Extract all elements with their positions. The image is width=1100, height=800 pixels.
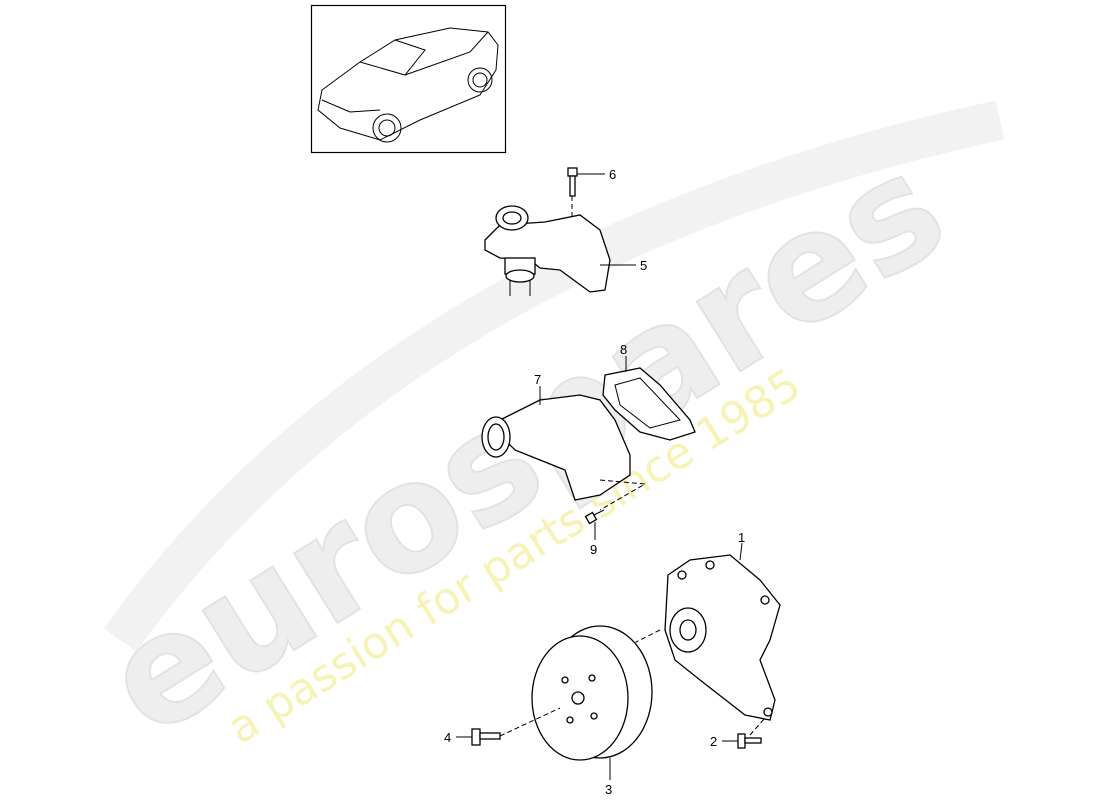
- suv-car-icon: [317, 27, 499, 143]
- vehicle-thumbnail[interactable]: [310, 4, 507, 154]
- callout-4[interactable]: 4: [444, 730, 451, 745]
- part-7-coolant-connector[interactable]: 7: [481, 372, 647, 511]
- part-6-bolt[interactable]: 6: [567, 167, 616, 222]
- part-4-bolt[interactable]: 4: [444, 707, 561, 746]
- watermark-swoosh: [103, 100, 1005, 652]
- callout-7[interactable]: 7: [534, 372, 541, 387]
- part-1-water-pump[interactable]: 1: [664, 530, 781, 721]
- callout-3[interactable]: 3: [605, 782, 612, 797]
- callout-8[interactable]: 8: [620, 342, 627, 357]
- part-9-bolt[interactable]: 9: [584, 509, 605, 557]
- callout-2[interactable]: 2: [710, 734, 717, 749]
- part-5-thermostat-housing[interactable]: 5: [484, 205, 647, 296]
- part-2-bolt[interactable]: 2: [710, 717, 766, 749]
- callout-6[interactable]: 6: [609, 167, 616, 182]
- part-3-pulley[interactable]: 3: [531, 625, 653, 797]
- callout-5[interactable]: 5: [640, 258, 647, 273]
- part-8-gasket[interactable]: 8: [602, 342, 696, 441]
- callout-1[interactable]: 1: [738, 530, 745, 545]
- callout-9[interactable]: 9: [590, 542, 597, 557]
